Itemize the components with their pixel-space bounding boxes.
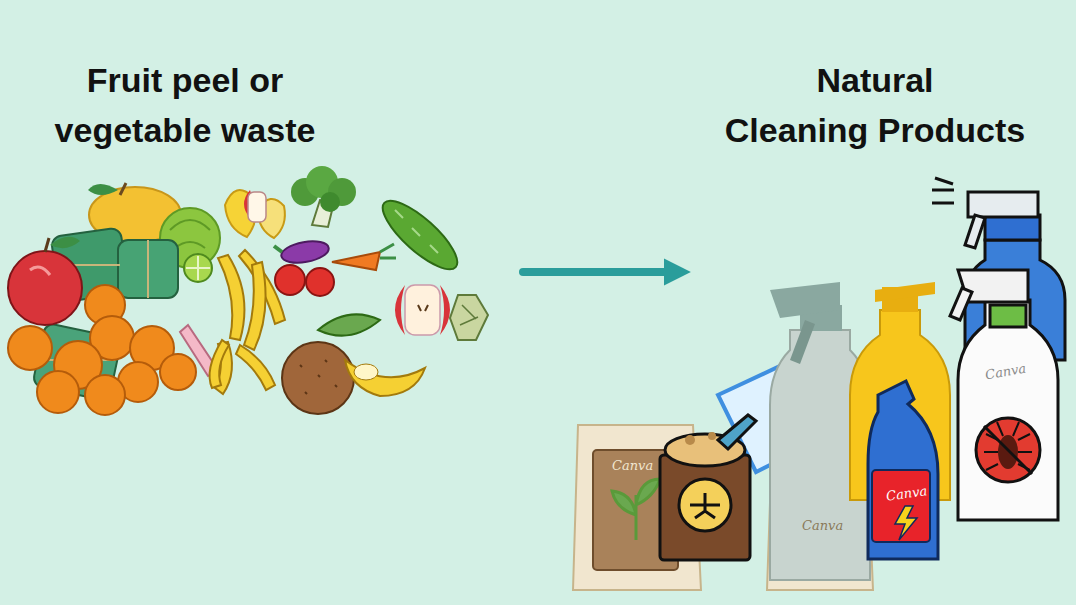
soil-jar-part — [690, 493, 720, 518]
apple-core-right-part — [418, 305, 428, 311]
pest-spray-bottle — [950, 270, 1058, 520]
soil-jar-part — [708, 432, 716, 440]
grey-spray-bottle-part — [790, 320, 815, 364]
apple-core-right-part — [440, 285, 450, 335]
lime-part — [186, 256, 210, 280]
cucumber — [374, 191, 467, 279]
soil-jar-part — [718, 415, 756, 449]
apple-core-right-part — [395, 285, 405, 335]
apple-part — [50, 237, 80, 248]
lime-part — [184, 254, 212, 282]
artichoke — [450, 295, 488, 340]
toilet-cleaner-part — [895, 506, 917, 540]
tomatoes-part — [306, 268, 334, 296]
oranges — [8, 285, 196, 415]
artichoke-part — [450, 295, 488, 340]
tomatoes-part — [275, 265, 305, 295]
blue-spray-bottle-part — [965, 215, 985, 248]
waste-group: Fruit peel or vegetable waste — [5, 55, 505, 425]
kiwi-part — [282, 342, 354, 414]
apple-part — [8, 251, 82, 325]
apple-core-top — [244, 190, 266, 222]
soil-jar-part — [679, 479, 731, 531]
heading-text: Fruit peel or vegetable waste — [10, 55, 360, 155]
toilet-cleaner-part — [868, 381, 938, 559]
apple — [8, 237, 82, 325]
blue-spray-bottle-part — [968, 192, 1038, 217]
mango-part — [88, 184, 118, 195]
tomatoes — [275, 265, 334, 296]
leaf — [318, 314, 380, 335]
broccoli — [291, 166, 356, 227]
watermark: Canva — [612, 458, 653, 473]
oranges-part — [160, 354, 196, 390]
pest-spray-bottle-part — [958, 300, 1058, 520]
lime — [184, 254, 212, 282]
apple-part — [45, 238, 49, 252]
grey-spray-bottle-part — [770, 282, 840, 318]
blue-spray-bottle-part — [985, 215, 1040, 240]
apple-part — [30, 267, 50, 275]
broccoli-part — [320, 192, 340, 212]
pest-spray-bottle-part — [984, 422, 1032, 470]
watermark: Canva — [984, 361, 1027, 383]
soil-jar — [660, 415, 756, 560]
eggplant-part — [274, 246, 282, 252]
eggplant — [274, 238, 330, 266]
soil-jar-part — [660, 455, 750, 560]
cucumber-part — [395, 210, 438, 253]
kiwi-part — [300, 360, 337, 394]
toilet-cleaner-part — [872, 470, 930, 542]
carrot-part — [380, 244, 396, 258]
apple-core-top-part — [248, 192, 266, 222]
banana-peels-part — [218, 255, 244, 340]
eggplant-part — [280, 238, 331, 266]
artichoke-part — [460, 305, 478, 325]
oranges-part — [8, 326, 52, 370]
seed-bag-left-part — [612, 479, 660, 540]
oranges-part — [85, 375, 125, 415]
kiwi — [282, 342, 354, 414]
toilet-cleaner — [868, 381, 938, 559]
heading-text: Natural Cleaning Products — [690, 55, 1060, 155]
oranges-part — [37, 371, 79, 413]
apple-core-right — [395, 285, 450, 335]
carrot — [332, 244, 396, 270]
watermark: Canva — [802, 518, 843, 533]
yellow-peppers — [225, 190, 285, 238]
pest-spray-bottle-part — [950, 288, 972, 320]
banana-part — [354, 364, 378, 380]
banana — [345, 360, 425, 396]
products-group: Natural Cleaning Products — [690, 55, 1071, 595]
blue-spray-bottle-part — [932, 178, 954, 203]
leaf-part — [318, 314, 380, 335]
banana-peels — [210, 250, 285, 394]
watermark: Canva — [885, 483, 928, 504]
flow-arrow — [523, 268, 680, 276]
banana-peels-part — [244, 262, 266, 350]
carrot-part — [332, 252, 380, 270]
banana-part — [345, 360, 425, 396]
pest-spray-bottle-part — [990, 305, 1026, 327]
yellow-bottle-part — [875, 282, 935, 302]
soil-jar-part — [685, 435, 695, 445]
banana-peels-part — [236, 345, 275, 390]
mango-part — [120, 183, 126, 195]
cucumber-part — [374, 191, 467, 279]
pest-spray-bottle-part — [984, 426, 1032, 474]
pest-spray-bottle-part — [976, 418, 1040, 482]
apple-core-right-part — [405, 285, 440, 335]
banana-peels-part — [210, 340, 229, 388]
